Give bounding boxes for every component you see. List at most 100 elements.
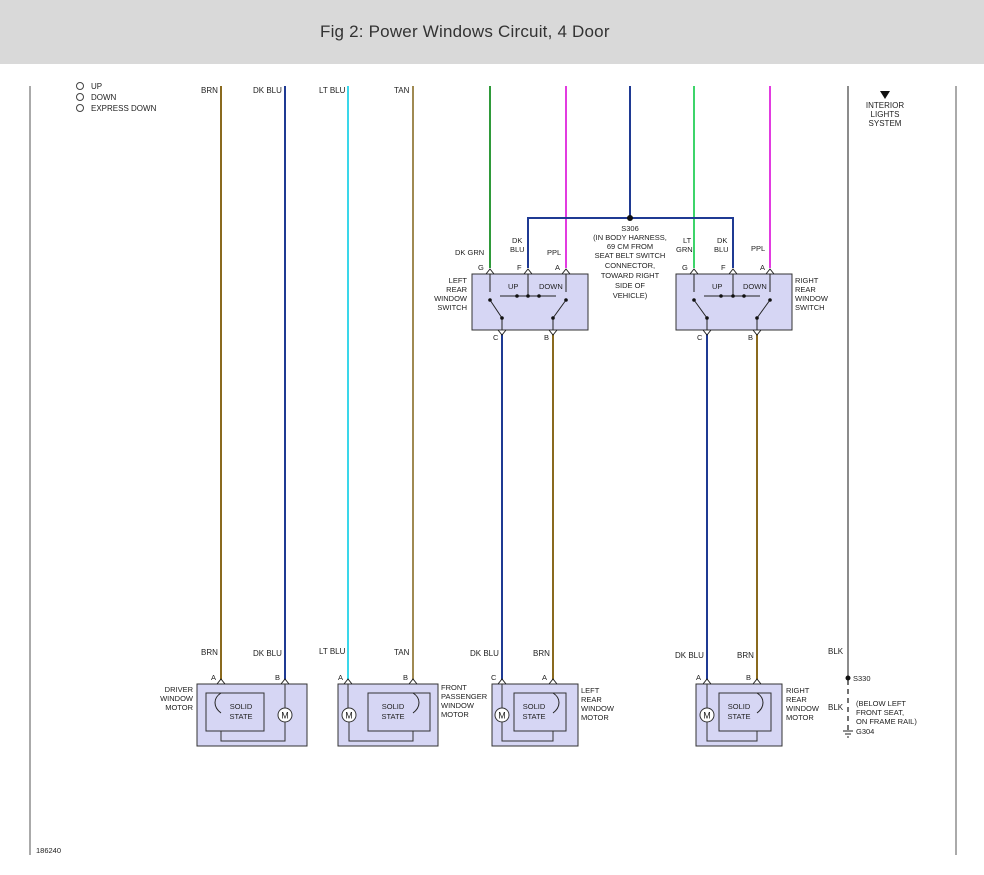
title-bar: Fig 2: Power Windows Circuit, 4 Door xyxy=(0,0,984,64)
svg-text:MOTOR: MOTOR xyxy=(441,710,469,719)
svg-text:FRONT SEAT,: FRONT SEAT, xyxy=(856,708,904,717)
svg-text:WINDOW: WINDOW xyxy=(581,704,615,713)
svg-text:PASSENGER: PASSENGER xyxy=(441,692,488,701)
bottom-label-driver-a: BRN xyxy=(201,648,218,657)
svg-text:CONNECTOR,: CONNECTOR, xyxy=(605,261,655,270)
bottom-label-front-a: LT BLU xyxy=(319,647,346,656)
svg-text:MOTOR: MOTOR xyxy=(165,703,193,712)
svg-text:STATE: STATE xyxy=(229,712,252,721)
ground-icon xyxy=(843,730,853,738)
svg-text:WINDOW: WINDOW xyxy=(441,701,475,710)
svg-text:C: C xyxy=(493,333,499,342)
svg-text:LEFT: LEFT xyxy=(449,276,468,285)
right-rear-window-switch: LT GRN DK BLU PPL G F A C B UP DOWN RIGH… xyxy=(675,236,829,342)
svg-text:REAR: REAR xyxy=(795,285,816,294)
svg-text:STATE: STATE xyxy=(522,712,545,721)
splice-s306: S306 (IN BODY HARNESS, 69 CM FROM SEAT B… xyxy=(593,215,667,300)
svg-text:DOWN: DOWN xyxy=(743,282,767,291)
svg-text:B: B xyxy=(748,333,753,342)
svg-text:GRN: GRN xyxy=(676,245,693,254)
svg-text:A: A xyxy=(211,673,216,682)
svg-text:WINDOW: WINDOW xyxy=(795,294,829,303)
top-label-ltblu: LT BLU xyxy=(319,86,346,95)
svg-text:SWITCH: SWITCH xyxy=(795,303,825,312)
svg-text:STATE: STATE xyxy=(727,712,750,721)
driver-window-motor: A B DRIVER WINDOW MOTOR SOLID STATE M xyxy=(160,673,308,747)
svg-text:C: C xyxy=(491,673,497,682)
legend-up: UP xyxy=(91,82,102,91)
splice-s330-dot xyxy=(845,675,851,681)
svg-text:SOLID: SOLID xyxy=(523,702,546,711)
svg-text:A: A xyxy=(696,673,701,682)
motor-icon: M xyxy=(703,711,711,721)
svg-text:RIGHT: RIGHT xyxy=(795,276,819,285)
svg-text:LEFT: LEFT xyxy=(581,686,600,695)
bottom-label-blk-top: BLK xyxy=(828,647,844,656)
svg-text:SOLID: SOLID xyxy=(230,702,253,711)
svg-text:VEHICLE): VEHICLE) xyxy=(613,291,648,300)
svg-text:SWITCH: SWITCH xyxy=(437,303,467,312)
svg-text:69 CM FROM: 69 CM FROM xyxy=(607,242,653,251)
svg-text:REAR: REAR xyxy=(786,695,807,704)
svg-text:SIDE OF: SIDE OF xyxy=(615,281,645,290)
svg-text:B: B xyxy=(403,673,408,682)
svg-text:G: G xyxy=(478,263,484,272)
svg-text:C: C xyxy=(697,333,703,342)
top-label-tan: TAN xyxy=(394,86,410,95)
left-rear-window-motor: C A LEFT REAR WINDOW MOTOR M SOLID STATE xyxy=(491,673,615,747)
bottom-label-driver-b: DK BLU xyxy=(253,649,282,658)
svg-text:FRONT: FRONT xyxy=(441,683,467,692)
svg-text:ON FRAME RAIL): ON FRAME RAIL) xyxy=(856,717,917,726)
svg-text:S306: S306 xyxy=(621,224,639,233)
svg-text:WINDOW: WINDOW xyxy=(786,704,820,713)
svg-text:DRIVER: DRIVER xyxy=(165,685,194,694)
page-title: Fig 2: Power Windows Circuit, 4 Door xyxy=(320,22,610,41)
svg-text:REAR: REAR xyxy=(581,695,602,704)
bottom-label-lr-c: DK BLU xyxy=(470,649,499,658)
svg-text:REAR: REAR xyxy=(446,285,467,294)
arrow-down-icon xyxy=(880,91,890,99)
svg-text:A: A xyxy=(542,673,547,682)
svg-text:STATE: STATE xyxy=(381,712,404,721)
svg-text:PPL: PPL xyxy=(751,244,765,253)
motor-icon: M xyxy=(345,711,353,721)
svg-text:INTERIOR: INTERIOR xyxy=(866,101,904,110)
svg-text:UP: UP xyxy=(508,282,518,291)
figure-number: 186240 xyxy=(36,846,61,855)
bottom-label-lr-a: BRN xyxy=(533,649,550,658)
right-rear-window-motor: A B RIGHT REAR WINDOW MOTOR M SOLID STAT… xyxy=(695,673,820,747)
interior-lights-reference: INTERIOR LIGHTS SYSTEM xyxy=(866,91,904,128)
svg-text:LT: LT xyxy=(683,236,692,245)
bottom-label-rr-b: BRN xyxy=(737,651,754,660)
ground-circuit: S330 (BELOW LEFT FRONT SEAT, ON FRAME RA… xyxy=(843,674,917,738)
svg-text:A: A xyxy=(760,263,765,272)
top-label-brn: BRN xyxy=(201,86,218,95)
svg-text:SOLID: SOLID xyxy=(728,702,751,711)
motor-icon: M xyxy=(281,711,289,721)
svg-text:WINDOW: WINDOW xyxy=(160,694,194,703)
svg-text:SEAT BELT SWITCH: SEAT BELT SWITCH xyxy=(595,251,666,260)
svg-text:BLU: BLU xyxy=(714,245,729,254)
svg-text:A: A xyxy=(555,263,560,272)
left-rear-window-switch: DK GRN DK BLU PPL G F A C B UP DOWN LEFT… xyxy=(434,236,589,342)
svg-text:DOWN: DOWN xyxy=(539,282,563,291)
motor-icon: M xyxy=(498,711,506,721)
svg-text:B: B xyxy=(275,673,280,682)
svg-text:DK: DK xyxy=(717,236,727,245)
svg-text:DK: DK xyxy=(512,236,522,245)
bottom-label-rr-c: DK BLU xyxy=(675,651,704,660)
bottom-label-front-b: TAN xyxy=(394,648,410,657)
legend: UP DOWN EXPRESS DOWN xyxy=(76,82,157,113)
svg-text:B: B xyxy=(544,333,549,342)
svg-text:TOWARD RIGHT: TOWARD RIGHT xyxy=(601,271,660,280)
svg-text:B: B xyxy=(746,673,751,682)
legend-express-down: EXPRESS DOWN xyxy=(91,104,157,113)
svg-text:PPL: PPL xyxy=(547,248,561,257)
svg-text:SYSTEM: SYSTEM xyxy=(869,119,902,128)
svg-text:SOLID: SOLID xyxy=(382,702,405,711)
svg-text:(BELOW LEFT: (BELOW LEFT xyxy=(856,699,906,708)
front-passenger-window-motor: A B FRONT PASSENGER WINDOW MOTOR M SOLID… xyxy=(337,673,488,747)
svg-text:S330: S330 xyxy=(853,674,871,683)
svg-text:A: A xyxy=(338,673,343,682)
